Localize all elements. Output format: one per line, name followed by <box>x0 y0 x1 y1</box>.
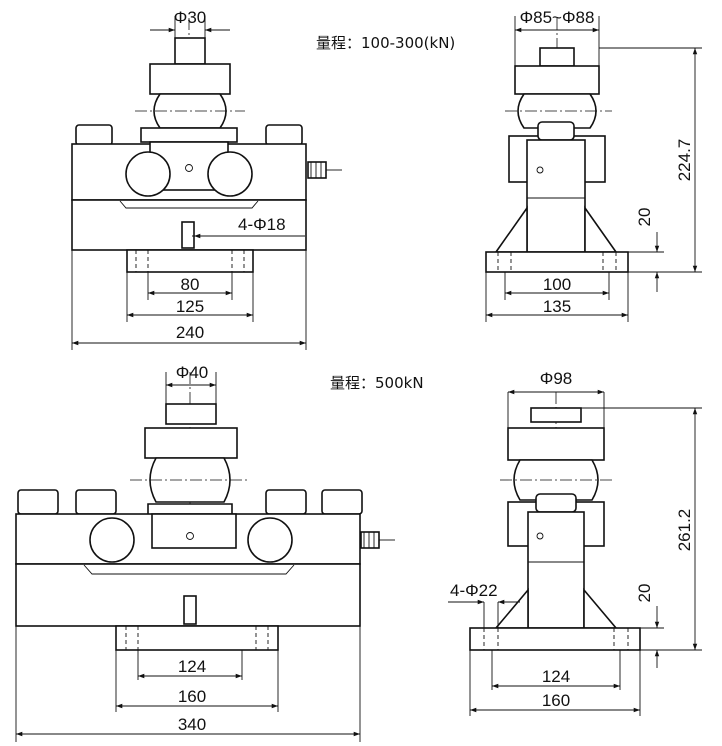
bottom-front-width-inner: 124 <box>178 657 206 676</box>
bottom-side-height: 261.2 <box>675 509 694 552</box>
top-side-height: 224.7 <box>675 139 694 182</box>
top-front-width-total: 240 <box>176 323 204 342</box>
bottom-front-pin-diameter: Φ40 <box>176 363 208 382</box>
top-front-view: Φ30 4-Φ18 80 125 240 <box>71 8 342 350</box>
top-side-width-inner: 100 <box>543 275 571 294</box>
bottom-side-head-diameter: Φ98 <box>540 369 572 388</box>
bottom-side-view: Φ98 261.2 20 4-Φ22 124 160 <box>448 369 702 716</box>
bottom-side-width-total: 160 <box>542 691 570 710</box>
top-front-hole-callout: 4-Φ18 <box>238 215 286 234</box>
bottom-side-width-inner: 124 <box>542 667 570 686</box>
bottom-front-view: Φ40 124 160 340 <box>15 363 395 742</box>
bottom-front-width-total: 340 <box>178 715 206 734</box>
top-front-width-mid: 125 <box>176 297 204 316</box>
bottom-side-base-thickness: 20 <box>635 584 654 603</box>
bottom-front-width-mid: 160 <box>178 687 206 706</box>
top-side-base-thickness: 20 <box>635 208 654 227</box>
top-front-width-inner: 80 <box>181 275 200 294</box>
bottom-side-hole-callout: 4-Φ22 <box>450 581 498 600</box>
range-note-bottom: 量程：500kN <box>330 374 424 392</box>
top-front-pin-diameter: Φ30 <box>174 8 206 27</box>
top-side-head-diameter: Φ85~Φ88 <box>520 8 595 27</box>
top-side-width-total: 135 <box>543 297 571 316</box>
range-note-top: 量程：100-300(kN) <box>316 34 455 52</box>
top-side-view: Φ85~Φ88 224.7 20 100 135 <box>485 8 702 322</box>
